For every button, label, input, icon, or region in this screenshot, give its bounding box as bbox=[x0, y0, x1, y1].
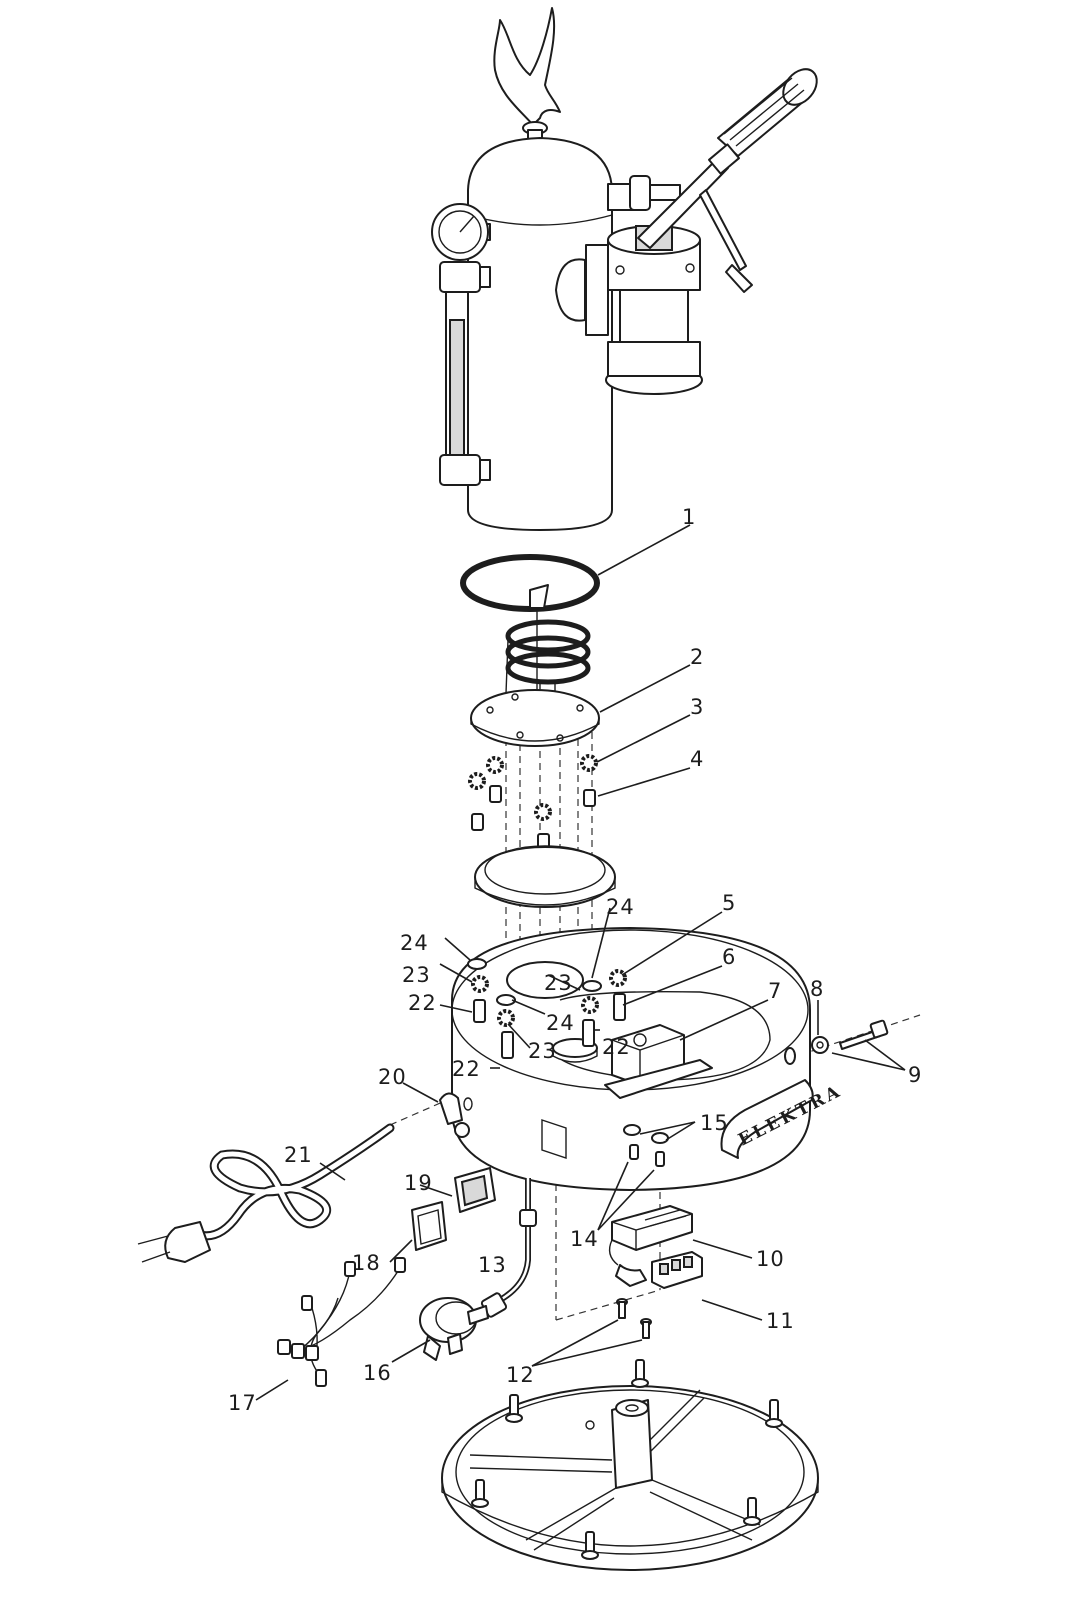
callout-6: 6 bbox=[722, 945, 736, 969]
pressurestat bbox=[419, 1297, 489, 1361]
spacer-ring bbox=[474, 845, 616, 908]
group-head bbox=[555, 225, 703, 395]
callout-11: 11 bbox=[766, 1309, 795, 1333]
wiring-harness bbox=[277, 1257, 406, 1387]
base-screws bbox=[616, 1298, 652, 1339]
switch-cover bbox=[411, 1201, 447, 1251]
thermostat bbox=[604, 1024, 713, 1099]
callout-4: 4 bbox=[690, 747, 704, 771]
callout-20: 20 bbox=[378, 1065, 407, 1089]
leader-lines bbox=[255, 524, 906, 1401]
callout-23-c: 23 bbox=[528, 1039, 557, 1063]
pressure-tube bbox=[480, 1178, 537, 1318]
callout-1: 1 bbox=[682, 505, 696, 529]
housing-screws bbox=[467, 958, 627, 1059]
callout-3: 3 bbox=[690, 695, 704, 719]
base-plate bbox=[441, 1359, 819, 1571]
callout-8: 8 bbox=[810, 977, 824, 1001]
callout-24-a: 24 bbox=[400, 931, 429, 955]
terminal-block bbox=[651, 1251, 703, 1289]
callout-labels: 1 2 3 4 5 6 7 8 9 10 11 12 13 14 15 16 1… bbox=[228, 505, 922, 1415]
callout-12: 12 bbox=[506, 1363, 535, 1387]
callout-14: 14 bbox=[570, 1227, 599, 1251]
callout-21: 21 bbox=[284, 1143, 313, 1167]
callout-16: 16 bbox=[363, 1361, 392, 1385]
dove-ornament bbox=[493, 7, 561, 141]
callout-23-a: 23 bbox=[402, 963, 431, 987]
callout-22-c: 22 bbox=[602, 1035, 631, 1059]
pressure-gauge bbox=[431, 203, 491, 261]
callout-13: 13 bbox=[478, 1253, 507, 1277]
callout-5: 5 bbox=[722, 891, 736, 915]
callout-22-b: 22 bbox=[452, 1057, 481, 1081]
callout-24-c: 24 bbox=[546, 1011, 575, 1035]
power-cord bbox=[137, 1123, 395, 1263]
callout-15: 15 bbox=[700, 1111, 729, 1135]
callout-23-b: 23 bbox=[544, 971, 573, 995]
callout-7: 7 bbox=[768, 979, 782, 1003]
callout-2: 2 bbox=[690, 645, 704, 669]
sight-glass bbox=[439, 261, 491, 486]
heating-element bbox=[470, 584, 600, 747]
side-fitting bbox=[784, 1019, 889, 1065]
callout-9: 9 bbox=[908, 1063, 922, 1087]
boiler-assembly bbox=[431, 7, 818, 531]
terminal-bracket bbox=[608, 1205, 693, 1287]
callout-18: 18 bbox=[352, 1251, 381, 1275]
callout-22-a: 22 bbox=[408, 991, 437, 1015]
callout-17: 17 bbox=[228, 1391, 257, 1415]
callout-19: 19 bbox=[404, 1171, 433, 1195]
callout-10: 10 bbox=[756, 1247, 785, 1271]
upper-washers-screws bbox=[468, 754, 598, 851]
steam-fitting bbox=[607, 175, 681, 211]
callout-24-b: 24 bbox=[606, 895, 635, 919]
cord-clamp bbox=[439, 1092, 473, 1138]
lever-handle bbox=[637, 68, 818, 293]
power-switch bbox=[454, 1167, 496, 1213]
badge-screws bbox=[623, 1124, 669, 1167]
